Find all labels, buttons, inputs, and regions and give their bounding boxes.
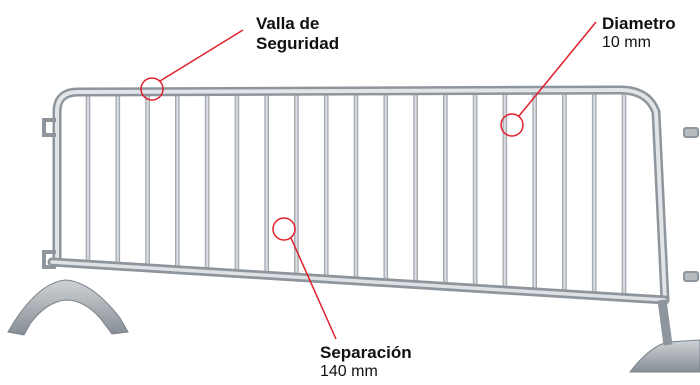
vertical-bar <box>413 92 418 287</box>
callout-markers <box>140 21 597 340</box>
callout-line-diametro <box>518 21 597 117</box>
callout-separacion-value: 140 mm <box>320 363 378 381</box>
vertical-bar <box>115 92 121 269</box>
vertical-bar <box>621 92 627 300</box>
vertical-bar <box>383 92 389 285</box>
vertical-bar <box>85 92 91 267</box>
left-hooks <box>42 118 56 269</box>
callout-circle-valla <box>140 77 164 101</box>
callout-valla-line1: Valla de <box>256 14 320 33</box>
right-post-base <box>657 299 673 346</box>
callout-label-valla: Valla de Seguridad <box>256 14 339 54</box>
callout-separacion-title: Separación <box>320 343 412 362</box>
callout-circle-diametro <box>500 113 524 137</box>
callout-diametro-title: Diametro <box>602 14 676 33</box>
callout-diametro-value: 10 mm <box>602 34 651 52</box>
callout-valla-line2: Seguridad <box>256 34 340 54</box>
callout-circle-separacion <box>272 217 296 241</box>
left-foot <box>7 279 129 336</box>
callout-line-separacion <box>290 237 337 340</box>
vertical-bar <box>323 92 329 282</box>
vertical-bar <box>264 92 270 278</box>
frame-top-rail-highlight <box>55 87 667 302</box>
right-foot <box>628 339 700 373</box>
callout-label-separacion: Separación 140 mm <box>320 343 412 382</box>
vertical-bar <box>532 92 538 295</box>
vertical-bar <box>442 92 448 289</box>
vertical-bar <box>472 92 478 291</box>
callout-label-diametro: Diametro 10 mm <box>602 14 676 53</box>
vertical-bar <box>145 92 150 271</box>
vertical-bar <box>502 92 508 293</box>
vertical-bar <box>591 92 597 298</box>
callout-line-valla <box>159 29 244 82</box>
vertical-bar <box>562 92 567 297</box>
vertical-bar <box>234 92 240 276</box>
vertical-bar <box>175 92 180 273</box>
right-hooks <box>683 127 699 282</box>
vertical-bar <box>204 92 210 274</box>
vertical-bar <box>353 92 359 284</box>
frame-bottom-rail-highlight <box>50 260 667 302</box>
